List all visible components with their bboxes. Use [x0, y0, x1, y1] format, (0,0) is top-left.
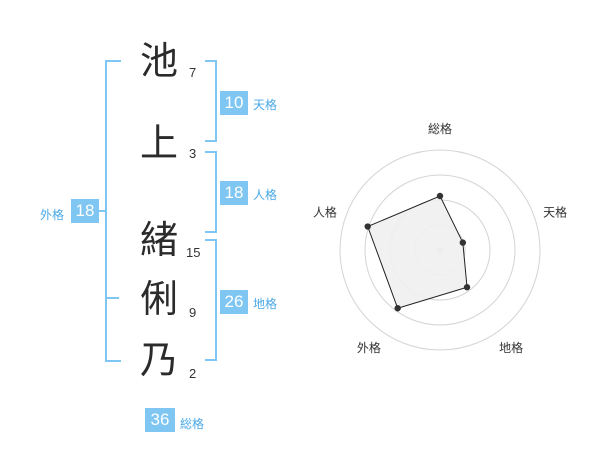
stroke-count-1: 7 [189, 65, 197, 80]
stroke-count-2: 3 [189, 146, 197, 161]
radar-axis-label-4: 外格 [357, 340, 381, 355]
chikaku-bracket [205, 239, 217, 361]
name-char-5: 乃 [140, 338, 179, 382]
gaikaku-bracket-stub [107, 297, 119, 299]
radar-ring [339, 149, 541, 351]
tenkaku-value: 10 [220, 91, 248, 115]
radar-point-2 [459, 239, 467, 246]
stroke-count-3: 15 [186, 245, 201, 260]
radar-point-1 [436, 192, 444, 200]
soukaku-value: 36 [145, 408, 175, 432]
gaikaku-connector [95, 210, 105, 212]
jinkaku-value: 18 [220, 181, 248, 205]
stroke-count-5: 2 [189, 366, 197, 381]
soukaku-label: 総格 [180, 417, 205, 431]
chikaku-value: 26 [220, 290, 248, 314]
radar-series-area [367, 195, 468, 309]
radar-point-3 [463, 284, 471, 291]
gaikaku-value: 18 [71, 199, 99, 223]
name-char-3: 緒 [140, 218, 179, 262]
radar-axis-label-5: 人格 [313, 205, 337, 220]
gaikaku-bracket [105, 60, 121, 362]
radar-point-4 [394, 305, 401, 312]
radar-axis-label-3: 地格 [499, 340, 523, 355]
jinkaku-bracket [205, 151, 217, 233]
radar-axis-label-2: 天格 [543, 205, 567, 220]
chikaku-label: 地格 [253, 297, 278, 311]
name-char-1: 池 [140, 39, 179, 83]
name-char-4: 俐 [140, 277, 179, 321]
radar-ring [364, 174, 516, 326]
radar-point-5 [364, 223, 371, 230]
jinkaku-label: 人格 [253, 188, 278, 202]
tenkaku-bracket [205, 60, 217, 142]
stroke-count-4: 9 [189, 305, 197, 320]
radar-axis-label-1: 総格 [428, 121, 452, 136]
tenkaku-label: 天格 [253, 98, 278, 112]
gaikaku-label: 外格 [40, 208, 65, 222]
name-char-2: 上 [140, 121, 179, 165]
